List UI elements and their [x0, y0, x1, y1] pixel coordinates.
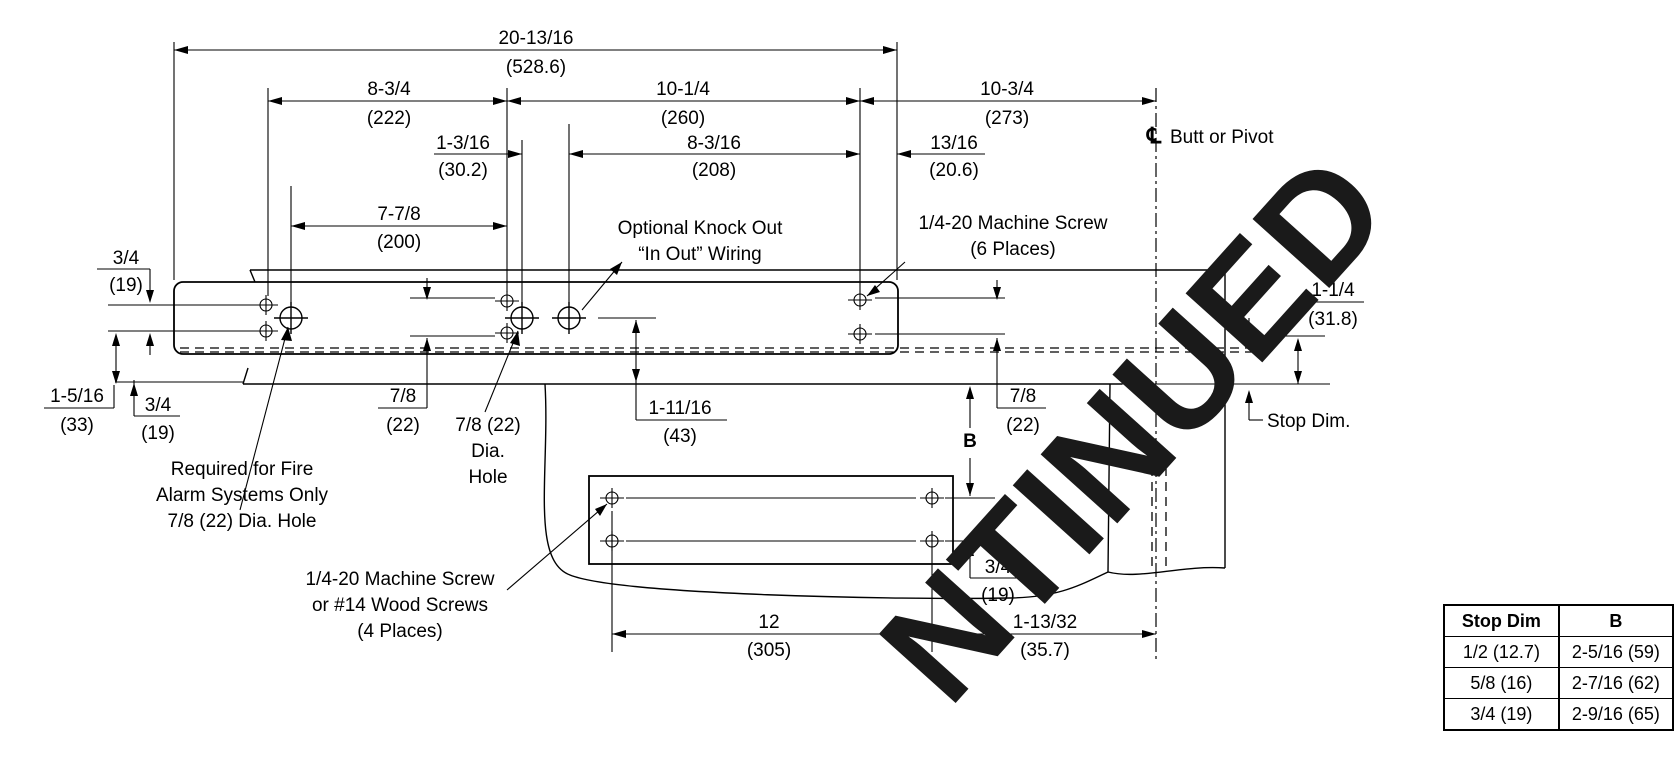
dim-5: 8-3/16	[687, 133, 741, 154]
table-header: B	[1558, 604, 1674, 637]
dim-16-mm: (305)	[747, 640, 791, 661]
centerline-symbol: ℄	[1146, 123, 1162, 148]
dim-7-mm: (200)	[377, 232, 421, 253]
dim-9: 1-1/4	[1311, 280, 1355, 301]
table-header-row: Stop Dim B	[1443, 604, 1674, 637]
dim-9-mm: (31.8)	[1308, 309, 1358, 330]
table-cell: 1/2 (12.7)	[1443, 636, 1560, 668]
stop-dim-label: Stop Dim.	[1267, 411, 1350, 432]
dim-4: 1-3/16	[436, 133, 490, 154]
dim-6: 13/16	[930, 133, 978, 154]
dim-10-mm: (33)	[60, 415, 94, 436]
fire-label-3: 7/8 (22) Dia. Hole	[168, 511, 317, 532]
dim-15-mm: (19)	[981, 585, 1015, 606]
dim-17-mm: (35.7)	[1020, 640, 1070, 661]
table-cell: 3/4 (19)	[1443, 698, 1560, 731]
knockout-label-2: “In Out” Wiring	[638, 244, 762, 265]
dim-12: 7/8	[390, 386, 416, 407]
dim-12-mm: (22)	[386, 415, 420, 436]
dim-6-mm: (20.6)	[929, 160, 979, 181]
dim-13: 1-11/16	[648, 398, 711, 419]
table-row: 5/8 (16) 2-7/16 (62)	[1443, 667, 1674, 699]
screw6-label-2: (6 Places)	[970, 239, 1056, 260]
fire-label-2: Alarm Systems Only	[156, 485, 329, 506]
table-row: 3/4 (19) 2-9/16 (65)	[1443, 698, 1674, 731]
dim-14-mm: (22)	[1006, 415, 1040, 436]
shoe-plate	[588, 475, 954, 565]
dim-4-mm: (30.2)	[438, 160, 488, 181]
dim-17: 1-13/32	[1013, 612, 1077, 633]
table-row: 1/2 (12.7) 2-5/16 (59)	[1443, 636, 1674, 668]
screw4-label-1: 1/4-20 Machine Screw	[305, 569, 494, 590]
dim-8-mm: (19)	[109, 275, 143, 296]
b-label: B	[963, 431, 977, 452]
callout-labels: ℄ Butt or Pivot Optional Knock Out “In O…	[156, 123, 1350, 642]
dim-1-mm: (222)	[367, 108, 411, 129]
fire-label-1: Required for Fire	[171, 459, 314, 480]
hole-label-2: Dia.	[471, 441, 505, 462]
dim-10: 1-5/16	[50, 386, 104, 407]
dim-14: 7/8	[1010, 386, 1036, 407]
closer-body	[173, 281, 899, 355]
stop-dim-table: Stop Dim B 1/2 (12.7) 2-5/16 (59) 5/8 (1…	[1443, 604, 1674, 731]
centerline-label: Butt or Pivot	[1170, 127, 1274, 148]
dim-13-mm: (43)	[663, 426, 697, 447]
dim-3-mm: (273)	[985, 108, 1029, 129]
dim-overall-mm: (528.6)	[506, 57, 566, 78]
extension-lines	[108, 42, 1330, 652]
dim-5-mm: (208)	[692, 160, 736, 181]
dim-7: 7-7/8	[377, 204, 420, 225]
dim-8: 3/4	[113, 248, 140, 269]
dim-overall: 20-13/16	[498, 28, 573, 49]
dim-16: 12	[758, 612, 779, 633]
table-cell: 2-5/16 (59)	[1558, 636, 1674, 668]
knockout-label-1: Optional Knock Out	[618, 218, 783, 239]
frame-outline	[242, 269, 1226, 600]
dim-15: 3/4	[985, 557, 1012, 578]
hole-label-3: Hole	[468, 467, 507, 488]
hole-label-1: 7/8 (22)	[455, 415, 520, 436]
arrowheads	[112, 46, 1302, 638]
table-cell: 5/8 (16)	[1443, 667, 1560, 699]
table-header: Stop Dim	[1443, 604, 1560, 637]
table-cell: 2-7/16 (62)	[1558, 667, 1674, 699]
dim-11: 3/4	[145, 395, 172, 416]
dim-2: 10-1/4	[656, 79, 710, 100]
dim-2-mm: (260)	[661, 108, 705, 129]
table-cell: 2-9/16 (65)	[1558, 698, 1674, 731]
dim-1: 8-3/4	[367, 79, 411, 100]
screw4-label-3: (4 Places)	[357, 621, 443, 642]
dim-11-mm: (19)	[141, 423, 175, 444]
screw6-label-1: 1/4-20 Machine Screw	[918, 213, 1107, 234]
dimension-texts: 20-13/16 (528.6) 8-3/4 (222) 10-1/4 (260…	[50, 28, 1358, 661]
screw4-label-2: or #14 Wood Screws	[312, 595, 488, 616]
dim-3: 10-3/4	[980, 79, 1034, 100]
